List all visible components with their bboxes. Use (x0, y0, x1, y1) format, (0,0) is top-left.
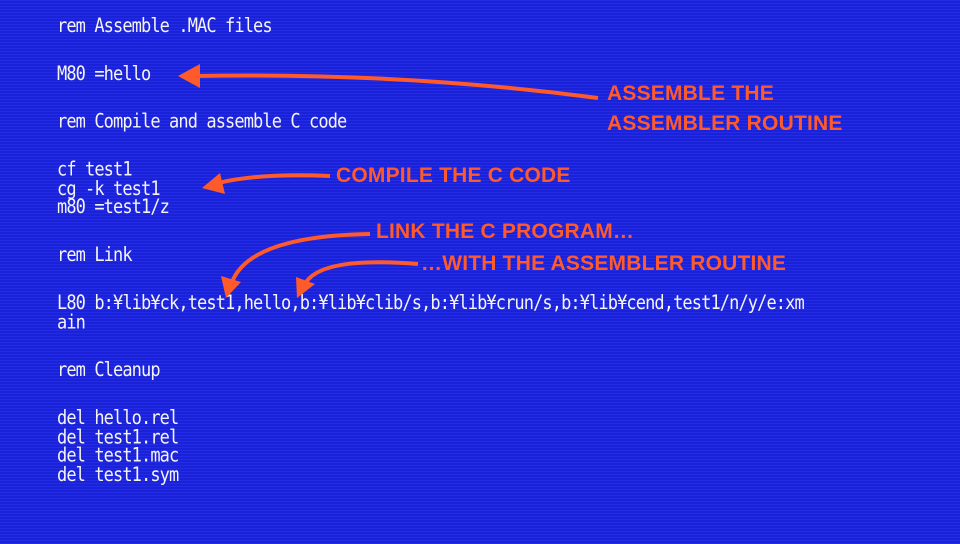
assemble-arrow (193, 73, 599, 100)
terminal-line: rem Assemble .MAC files (57, 14, 273, 38)
annotation-compile: COMPILE THE C CODE (336, 164, 571, 187)
compile-arrow (217, 173, 331, 185)
terminal-line: rem Cleanup (57, 359, 161, 382)
link-asm-arrow-head (296, 277, 315, 298)
assemble-arrow-head (178, 64, 200, 88)
terminal-line: m80 =test1/z (57, 196, 170, 219)
terminal-line: cg -k test1 (57, 177, 161, 201)
annotation-assemble-line1: ASSEMBLE THE (607, 82, 774, 105)
terminal-line: M80 =hello (57, 62, 151, 86)
link-c-arrow (230, 232, 371, 283)
terminal-line: del hello.rel (57, 407, 179, 430)
terminal-line: del test1.rel (57, 426, 179, 450)
annotation-link-asm: …WITH THE ASSEMBLER ROUTINE (421, 252, 787, 275)
terminal-line: rem Link (57, 244, 133, 267)
terminal-line: ain (57, 311, 86, 335)
link-asm-arrow (303, 260, 419, 286)
terminal-line: L80 b:¥lib¥ck,test1,hello,b:¥lib¥clib/s,… (57, 291, 805, 315)
annotation-link-c: LINK THE C PROGRAM… (376, 220, 635, 243)
compile-arrow-head (202, 173, 225, 194)
terminal-line: del test1.sym (57, 464, 179, 487)
link-c-arrow-head (221, 276, 241, 298)
terminal-line: rem Compile and assemble C code (57, 110, 347, 134)
terminal-line: cf test1 (57, 158, 133, 182)
annotation-assemble-line2: ASSEMBLER ROUTINE (607, 112, 843, 135)
terminal-line: del test1.mac (57, 444, 179, 468)
